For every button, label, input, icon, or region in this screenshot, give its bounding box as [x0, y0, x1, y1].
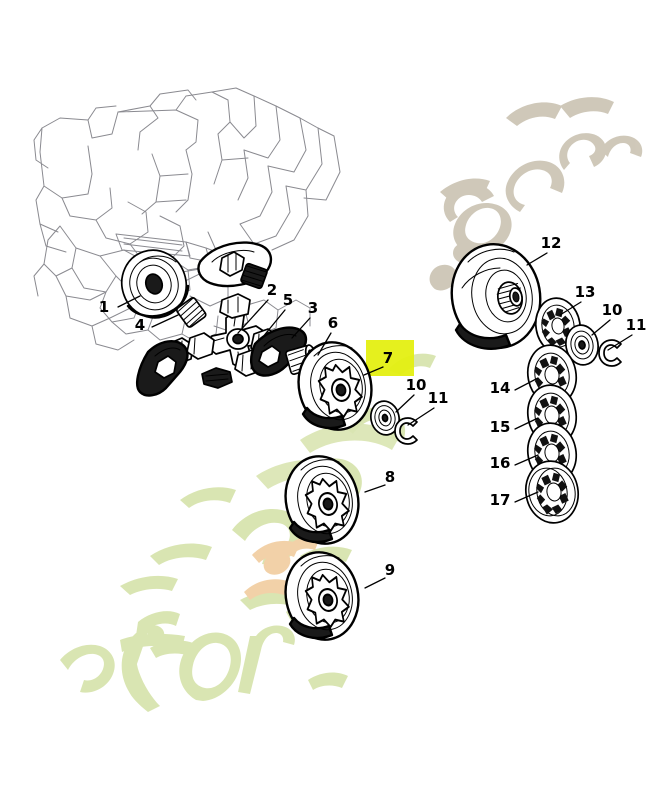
callout-14: 14 — [490, 377, 539, 397]
part-8-spur-sprocket-drum — [284, 455, 360, 545]
callout-leader-10 — [395, 394, 415, 413]
part-4-clutch-spring — [175, 296, 207, 328]
callout-1: 1 — [99, 295, 141, 316]
callout-10: 10 — [591, 301, 623, 336]
callout-leader-13 — [559, 301, 582, 316]
callout-number-15: 15 — [490, 418, 511, 436]
callout-number-17: 17 — [490, 491, 511, 509]
callout-4: 4 — [135, 314, 179, 334]
callout-number-16: 16 — [490, 454, 511, 472]
callout-number-13: 13 — [575, 283, 596, 301]
callout-number-14: 14 — [490, 379, 511, 397]
callout-leader-11 — [407, 407, 435, 426]
clutch-spring-clip — [201, 367, 233, 389]
callout-17: 17 — [490, 491, 539, 509]
callout-6: 6 — [317, 314, 338, 356]
watermark-script-green — [60, 600, 348, 712]
callout-9: 9 — [364, 561, 395, 589]
callout-2: 2 — [237, 281, 277, 334]
callout-11: 11 — [407, 389, 449, 426]
part-10-thrust-washer-center — [370, 400, 400, 436]
callout-7: 7 — [363, 349, 393, 376]
callout-leader-4 — [151, 314, 179, 328]
callout-10: 10 — [395, 376, 427, 413]
part-10-thrust-washer-right — [565, 324, 599, 366]
part-17-needle-bearing — [524, 460, 580, 524]
part-11-circlip-center — [394, 417, 418, 445]
callout-8: 8 — [364, 468, 395, 493]
callout-leader-2 — [237, 299, 269, 334]
callout-5: 5 — [261, 291, 293, 339]
callout-number-9: 9 — [385, 561, 395, 579]
callout-number-2: 2 — [267, 281, 277, 299]
callout-number-11: 11 — [428, 389, 449, 407]
callout-number-6: 6 — [328, 314, 338, 332]
part-9-spur-sprocket-drum — [284, 551, 360, 641]
callout-number-1: 1 — [99, 298, 109, 316]
callout-number-12: 12 — [541, 234, 562, 252]
part-3-clutch-shoe-left — [136, 340, 189, 397]
callout-number-4: 4 — [135, 316, 145, 334]
callout-number-3: 3 — [308, 299, 318, 317]
part-1-clutch-washer-disc — [120, 249, 190, 319]
callout-16: 16 — [490, 454, 539, 472]
callout-leader-1 — [117, 295, 141, 308]
callout-leader-5 — [261, 309, 286, 339]
callout-leader-16 — [514, 454, 539, 466]
callout-12: 12 — [526, 234, 562, 266]
callout-leader-17 — [514, 491, 539, 503]
callout-number-7: 7 — [383, 349, 393, 367]
callout-leader-11 — [607, 334, 633, 351]
callout-leader-7 — [363, 366, 384, 376]
callout-15: 15 — [490, 417, 539, 436]
callout-leader-9 — [364, 577, 386, 589]
callout-number-8: 8 — [385, 468, 395, 486]
callout-number-10: 10 — [406, 376, 427, 394]
callout-leader-6 — [317, 332, 332, 356]
highlight-box — [366, 340, 414, 376]
callout-number-10: 10 — [602, 301, 623, 319]
callout-11: 11 — [607, 316, 647, 351]
callout-number-5: 5 — [283, 291, 293, 309]
callout-13: 13 — [559, 283, 596, 316]
callout-leader-8 — [364, 484, 386, 493]
clutch-spring-upper — [240, 262, 268, 290]
callout-number-11: 11 — [626, 316, 647, 334]
callout-leader-14 — [514, 377, 539, 391]
part-11-circlip-right — [598, 339, 622, 367]
callout-3: 3 — [291, 299, 318, 339]
callout-leader-3 — [291, 317, 311, 339]
callout-leader-12 — [526, 252, 548, 266]
part-12-clutch-drum — [450, 243, 542, 350]
part-7-rim-sprocket-drum — [297, 341, 373, 431]
watermark-accent-peach — [244, 536, 320, 600]
callout-leader-15 — [514, 417, 539, 430]
callout-leader-10 — [591, 319, 611, 336]
